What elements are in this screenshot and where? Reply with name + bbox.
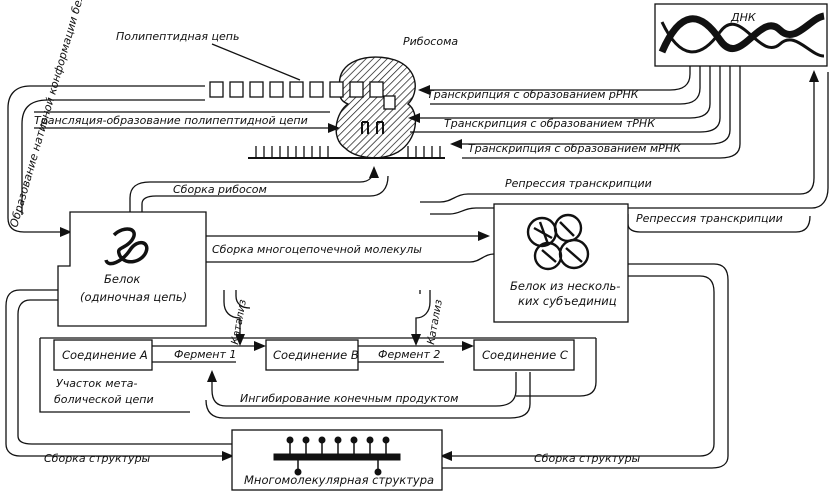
polypeptide-pointer: [211, 43, 301, 81]
multi-subunit-protein-icon: [526, 213, 590, 271]
structure-assembly-right-arrow: [440, 275, 715, 461]
compound-c-box: [473, 339, 575, 371]
metabolic-pathway-label-1: Участок мета-: [56, 377, 137, 390]
dna-box: ДНК: [654, 3, 828, 67]
trna-marks: [361, 121, 384, 134]
compound-c-label: Соединение С: [482, 348, 568, 362]
multimolecular-structure-label: Многомолекулярная структура: [244, 473, 434, 487]
dna-helix-strand-b: [660, 21, 825, 58]
polypeptide-chain-label: Полипептидная цепь: [116, 30, 239, 43]
dna-label: ДНК: [730, 11, 757, 24]
single-chain-protein-icon: [104, 227, 149, 266]
transcription-trna-label: Транскрипция с образованием тРНК: [444, 117, 656, 130]
ribosome-label: Рибосома: [403, 35, 458, 48]
compound-a-label: Соединение А: [62, 348, 148, 362]
native-conformation-arrow: [7, 85, 205, 237]
repression-label-1: Репрессия транскрипции: [505, 177, 652, 190]
metabolic-pathway-frame: [39, 337, 597, 413]
mrna-strand: [248, 146, 445, 159]
structure-assembly-right-label: Сборка структуры: [534, 452, 641, 465]
multimolecular-structure-icon: [273, 436, 401, 476]
feedback-inhibition-arrow: [207, 370, 517, 407]
compound-a-box: [53, 339, 153, 371]
multi-subunit-protein-label-1: Белок из несколь-: [510, 279, 620, 293]
metabolic-pathway-label-2: болической цепи: [54, 393, 154, 406]
ribosome-assembly-label: Сборка рибосом: [173, 183, 267, 196]
feedback-inhibition-label: Ингибирование конечным продуктом: [240, 392, 458, 405]
multichain-assembly-label: Сборка многоцепочечной молекулы: [212, 243, 422, 256]
transcription-mrna-label: Транскрипция с образованием мРНК: [468, 142, 682, 155]
multi-subunit-protein-label-2: ких субъединиц: [518, 294, 617, 308]
transcription-rrna-label: Транскрипция с образованием рРНК: [427, 88, 640, 101]
compound-b-box: [265, 339, 359, 371]
translation-label: Трансляция-образование полипептидной цеп…: [34, 114, 308, 127]
single-chain-protein-box: [57, 211, 207, 327]
single-chain-protein-label-2: (одиночная цепь): [80, 290, 187, 304]
single-chain-protein-label-1: Белок: [104, 272, 140, 286]
repression-arrow-1: [420, 70, 819, 203]
structure-assembly-left-label: Сборка структуры: [44, 452, 151, 465]
structure-assembly-left-arrow: [5, 289, 234, 461]
dna-helix-strand-a: [658, 12, 826, 54]
polypeptide-chain: [209, 81, 396, 110]
ribosome: [335, 56, 417, 159]
repression-label-2: Репрессия транскрипции: [636, 212, 783, 225]
compound-b-label: Соединение В: [273, 348, 359, 362]
enzyme-2-label: Фермент 2: [378, 348, 440, 361]
enzyme-1-label: Фермент 1: [174, 348, 236, 361]
